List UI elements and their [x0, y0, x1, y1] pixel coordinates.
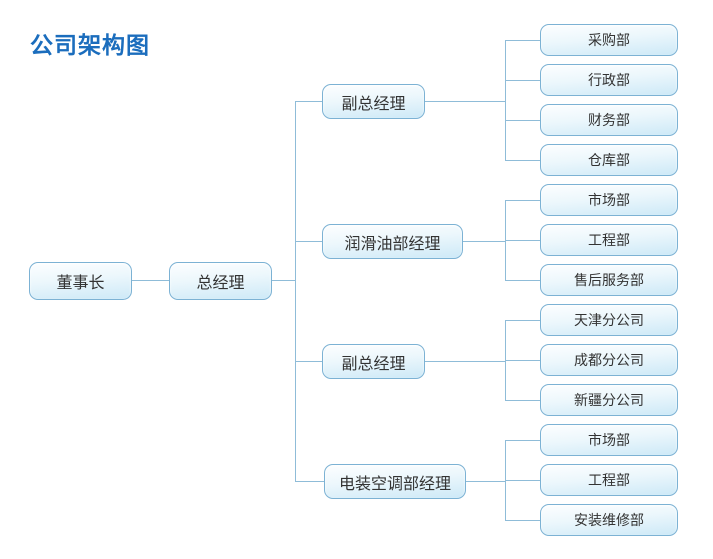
- node-purchasing-dept: 采购部: [540, 24, 678, 56]
- node-electrical-ac-dept-manager: 电装空调部经理: [324, 464, 466, 499]
- node-installation-maintenance-dept: 安装维修部: [540, 504, 678, 536]
- connector-line: [505, 40, 506, 161]
- connector-line: [505, 160, 540, 161]
- connector-line: [505, 200, 540, 201]
- connector-line: [295, 101, 296, 482]
- node-finance-dept: 财务部: [540, 104, 678, 136]
- connector-line: [132, 280, 169, 281]
- connector-line: [505, 40, 540, 41]
- connector-line: [425, 361, 505, 362]
- node-xinjiang-branch: 新疆分公司: [540, 384, 678, 416]
- connector-line: [425, 101, 505, 102]
- connector-line: [295, 241, 322, 242]
- connector-line: [295, 481, 324, 482]
- connector-line: [505, 320, 540, 321]
- connector-line: [295, 361, 322, 362]
- connector-line: [505, 360, 540, 361]
- connector-line: [505, 400, 540, 401]
- connector-line: [505, 280, 540, 281]
- connector-line: [505, 120, 540, 121]
- node-tianjin-branch: 天津分公司: [540, 304, 678, 336]
- node-general-manager: 总经理: [169, 262, 272, 300]
- node-chengdu-branch: 成都分公司: [540, 344, 678, 376]
- node-warehouse-dept: 仓库部: [540, 144, 678, 176]
- connector-line: [505, 480, 540, 481]
- node-marketing-dept-1: 市场部: [540, 184, 678, 216]
- node-engineering-dept-2: 工程部: [540, 464, 678, 496]
- connector-line: [272, 280, 295, 281]
- connector-line: [295, 101, 322, 102]
- node-engineering-dept-1: 工程部: [540, 224, 678, 256]
- node-deputy-general-manager-1: 副总经理: [322, 84, 425, 119]
- node-lubricant-dept-manager: 润滑油部经理: [322, 224, 463, 259]
- connector-line: [505, 440, 540, 441]
- node-deputy-general-manager-2: 副总经理: [322, 344, 425, 379]
- connector-line: [505, 520, 540, 521]
- page-title: 公司架构图: [30, 32, 150, 58]
- connector-line: [505, 240, 540, 241]
- connector-line: [505, 80, 540, 81]
- node-marketing-dept-2: 市场部: [540, 424, 678, 456]
- connector-line: [466, 481, 505, 482]
- node-admin-dept: 行政部: [540, 64, 678, 96]
- node-chairman: 董事长: [29, 262, 132, 300]
- connector-line: [463, 241, 505, 242]
- node-after-sales-dept: 售后服务部: [540, 264, 678, 296]
